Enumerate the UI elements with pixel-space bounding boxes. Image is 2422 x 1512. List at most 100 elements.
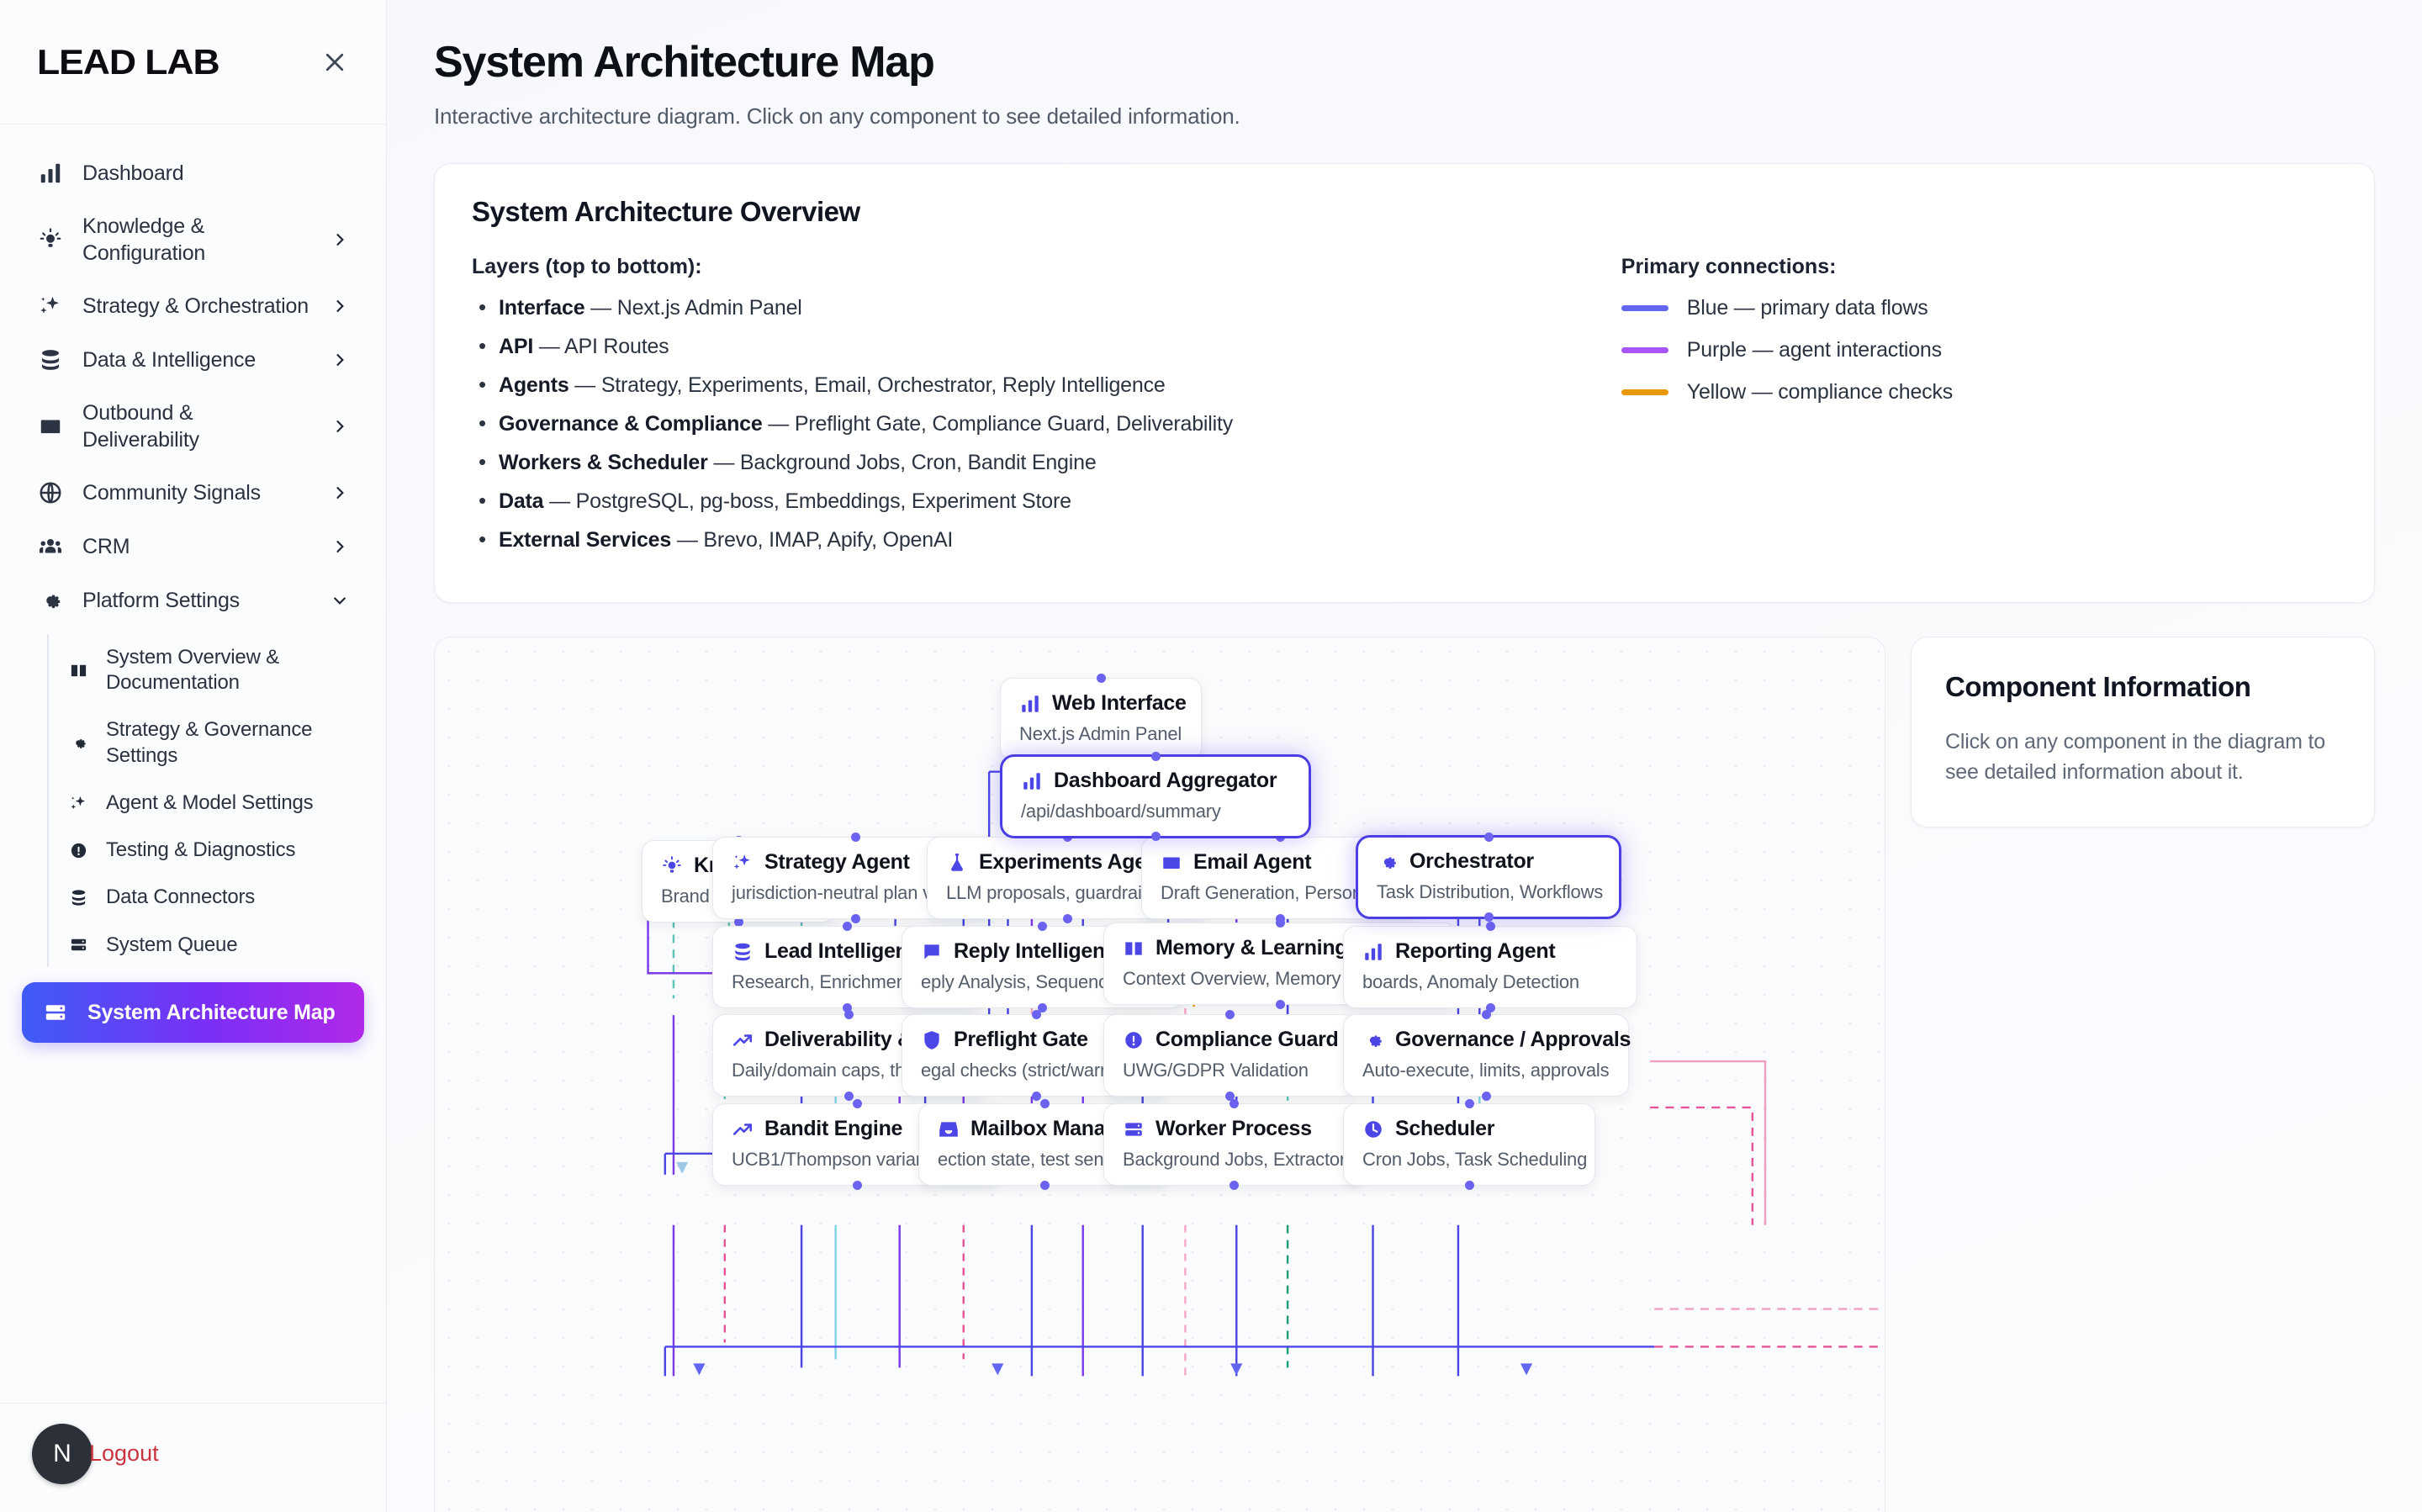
node-port-top[interactable] xyxy=(844,1010,854,1020)
node-port-bottom[interactable] xyxy=(1039,1181,1050,1191)
chevron-down-icon xyxy=(329,592,351,609)
diagram-node-title: Memory & Learning xyxy=(1155,936,1348,960)
legend-label: Blue — primary data flows xyxy=(1686,296,1928,320)
sidebar-item-data-connectors[interactable]: Data Connectors xyxy=(44,874,364,921)
component-information-panel: Component Information Click on any compo… xyxy=(1911,637,2375,827)
sidebar-item-system-architecture-map[interactable]: System Architecture Map xyxy=(22,981,364,1043)
sidebar-item-label: Knowledge & Configuration xyxy=(82,214,206,265)
node-port-bottom[interactable] xyxy=(1038,1003,1047,1013)
node-port-bottom[interactable] xyxy=(1031,1092,1041,1102)
diagram-node-subtitle: egal checks (strict/warn/off xyxy=(921,1060,1135,1081)
alert-circle-icon xyxy=(1123,1029,1145,1051)
lightbulb-icon xyxy=(35,227,66,252)
node-port-bottom[interactable] xyxy=(1485,1003,1495,1013)
chevron-right-icon xyxy=(329,352,351,368)
diagram-node-subtitle: Cron Jobs, Task Scheduling xyxy=(1362,1149,1588,1171)
node-port-bottom[interactable] xyxy=(1464,1181,1474,1191)
diagram-node-title: Email Agent xyxy=(1193,850,1312,875)
node-port-top[interactable] xyxy=(1485,922,1495,932)
node-port-top[interactable] xyxy=(1031,1010,1041,1020)
sidebar-item-label: Dashboard xyxy=(82,161,184,185)
shield-icon xyxy=(921,1029,943,1051)
sidebar-item-knowledge-configuration[interactable]: Knowledge & Configuration xyxy=(22,200,364,279)
connections-column: Primary connections: Blue — primary data… xyxy=(1591,255,2337,567)
sidebar-item-system-queue[interactable]: System Queue xyxy=(44,922,364,969)
sidebar-item-community-signals[interactable]: Community Signals xyxy=(22,466,364,520)
node-port-top[interactable] xyxy=(1229,1099,1239,1109)
layer-item: Interface — Next.js Admin Panel xyxy=(472,294,1591,320)
diagram-node-dashboard-aggregator[interactable]: Dashboard Aggregator/api/dashboard/summa… xyxy=(1000,752,1311,842)
sidebar-item-testing-diagnostics[interactable]: Testing & Diagnostics xyxy=(44,827,364,874)
node-port-top[interactable] xyxy=(853,1099,862,1109)
sidebar-item-system-overview-documentation[interactable]: System Overview & Documentation xyxy=(44,634,364,706)
users-icon xyxy=(35,534,66,559)
layer-item: Workers & Scheduler — Background Jobs, C… xyxy=(472,449,1591,475)
node-port-top[interactable] xyxy=(850,833,860,843)
node-port-top[interactable] xyxy=(842,922,852,932)
node-port-bottom[interactable] xyxy=(1150,832,1161,842)
sidebar-item-strategy-orchestration[interactable]: Strategy & Orchestration xyxy=(22,279,364,333)
node-port-top[interactable] xyxy=(1481,1010,1491,1020)
node-port-bottom[interactable] xyxy=(844,1092,854,1102)
node-port-top[interactable] xyxy=(1039,1099,1050,1109)
layer-desc: — API Routes xyxy=(533,335,669,359)
avatar[interactable]: N xyxy=(32,1423,93,1484)
node-port-bottom[interactable] xyxy=(1483,912,1494,923)
bar-chart-icon xyxy=(1019,693,1041,715)
server-icon xyxy=(66,935,91,954)
sidebar-item-agent-model-settings[interactable]: Agent & Model Settings xyxy=(44,780,364,827)
node-port-top[interactable] xyxy=(1224,1010,1235,1020)
logout-button[interactable]: Logout xyxy=(89,1441,159,1466)
sidebar-item-crm[interactable]: CRM xyxy=(22,520,364,574)
sidebar-item-outbound-deliverability[interactable]: Outbound & Deliverability xyxy=(22,387,364,466)
node-port-bottom[interactable] xyxy=(1275,1000,1285,1010)
layer-item: Governance & Compliance — Preflight Gate… xyxy=(472,410,1591,436)
layer-name: Interface xyxy=(499,296,585,320)
node-port-bottom[interactable] xyxy=(733,917,743,928)
connections-heading: Primary connections: xyxy=(1621,255,1837,279)
sidebar-item-data-intelligence[interactable]: Data & Intelligence xyxy=(22,333,364,387)
diagram-node-subtitle: /api/dashboard/summary xyxy=(1021,801,1221,822)
diagram-node-subtitle: jurisdiction-neutral plan v10, xyxy=(732,882,957,904)
node-port-bottom[interactable] xyxy=(853,1181,862,1191)
gear-small-icon xyxy=(66,733,91,753)
sidebar-subitem-label: Agent & Model Settings xyxy=(106,790,314,814)
globe-icon xyxy=(35,480,66,505)
node-port-top[interactable] xyxy=(1483,833,1494,843)
chevron-right-icon xyxy=(329,298,351,315)
node-port-top[interactable] xyxy=(1150,752,1161,762)
node-port-bottom[interactable] xyxy=(850,914,860,924)
sidebar-item-strategy-governance-settings[interactable]: Strategy & Governance Settings xyxy=(44,706,364,779)
node-port-top[interactable] xyxy=(1038,922,1047,932)
node-port-bottom[interactable] xyxy=(1481,1092,1491,1102)
sidebar-item-label: Strategy & Orchestration xyxy=(82,294,309,318)
layers-heading: Layers (top to bottom): xyxy=(472,255,702,279)
node-port-top[interactable] xyxy=(1275,918,1285,928)
layers-list: Interface — Next.js Admin PanelAPI — API… xyxy=(472,294,1591,552)
sparkles-icon xyxy=(732,852,754,874)
legend-row: Blue — primary data flows xyxy=(1621,296,2337,320)
sidebar-item-label: Outbound & Deliverability xyxy=(82,401,199,452)
layer-name: Data xyxy=(499,489,544,514)
sidebar-item-dashboard[interactable]: Dashboard xyxy=(22,146,364,200)
clock-icon xyxy=(1362,1118,1384,1140)
node-port-bottom[interactable] xyxy=(1229,1181,1239,1191)
node-port-bottom[interactable] xyxy=(1224,1092,1235,1102)
node-port-top[interactable] xyxy=(1464,1099,1474,1109)
close-icon[interactable] xyxy=(315,43,354,82)
diagram-node-subtitle: UWG/GDPR Validation xyxy=(1123,1060,1309,1081)
node-port-bottom[interactable] xyxy=(1063,914,1072,924)
node-port-bottom[interactable] xyxy=(842,1003,852,1013)
sidebar-subitem-label: System Overview & Documentation xyxy=(106,646,279,695)
sidebar-item-platform-settings[interactable]: Platform Settings xyxy=(22,574,364,627)
node-port-top[interactable] xyxy=(1096,674,1106,684)
